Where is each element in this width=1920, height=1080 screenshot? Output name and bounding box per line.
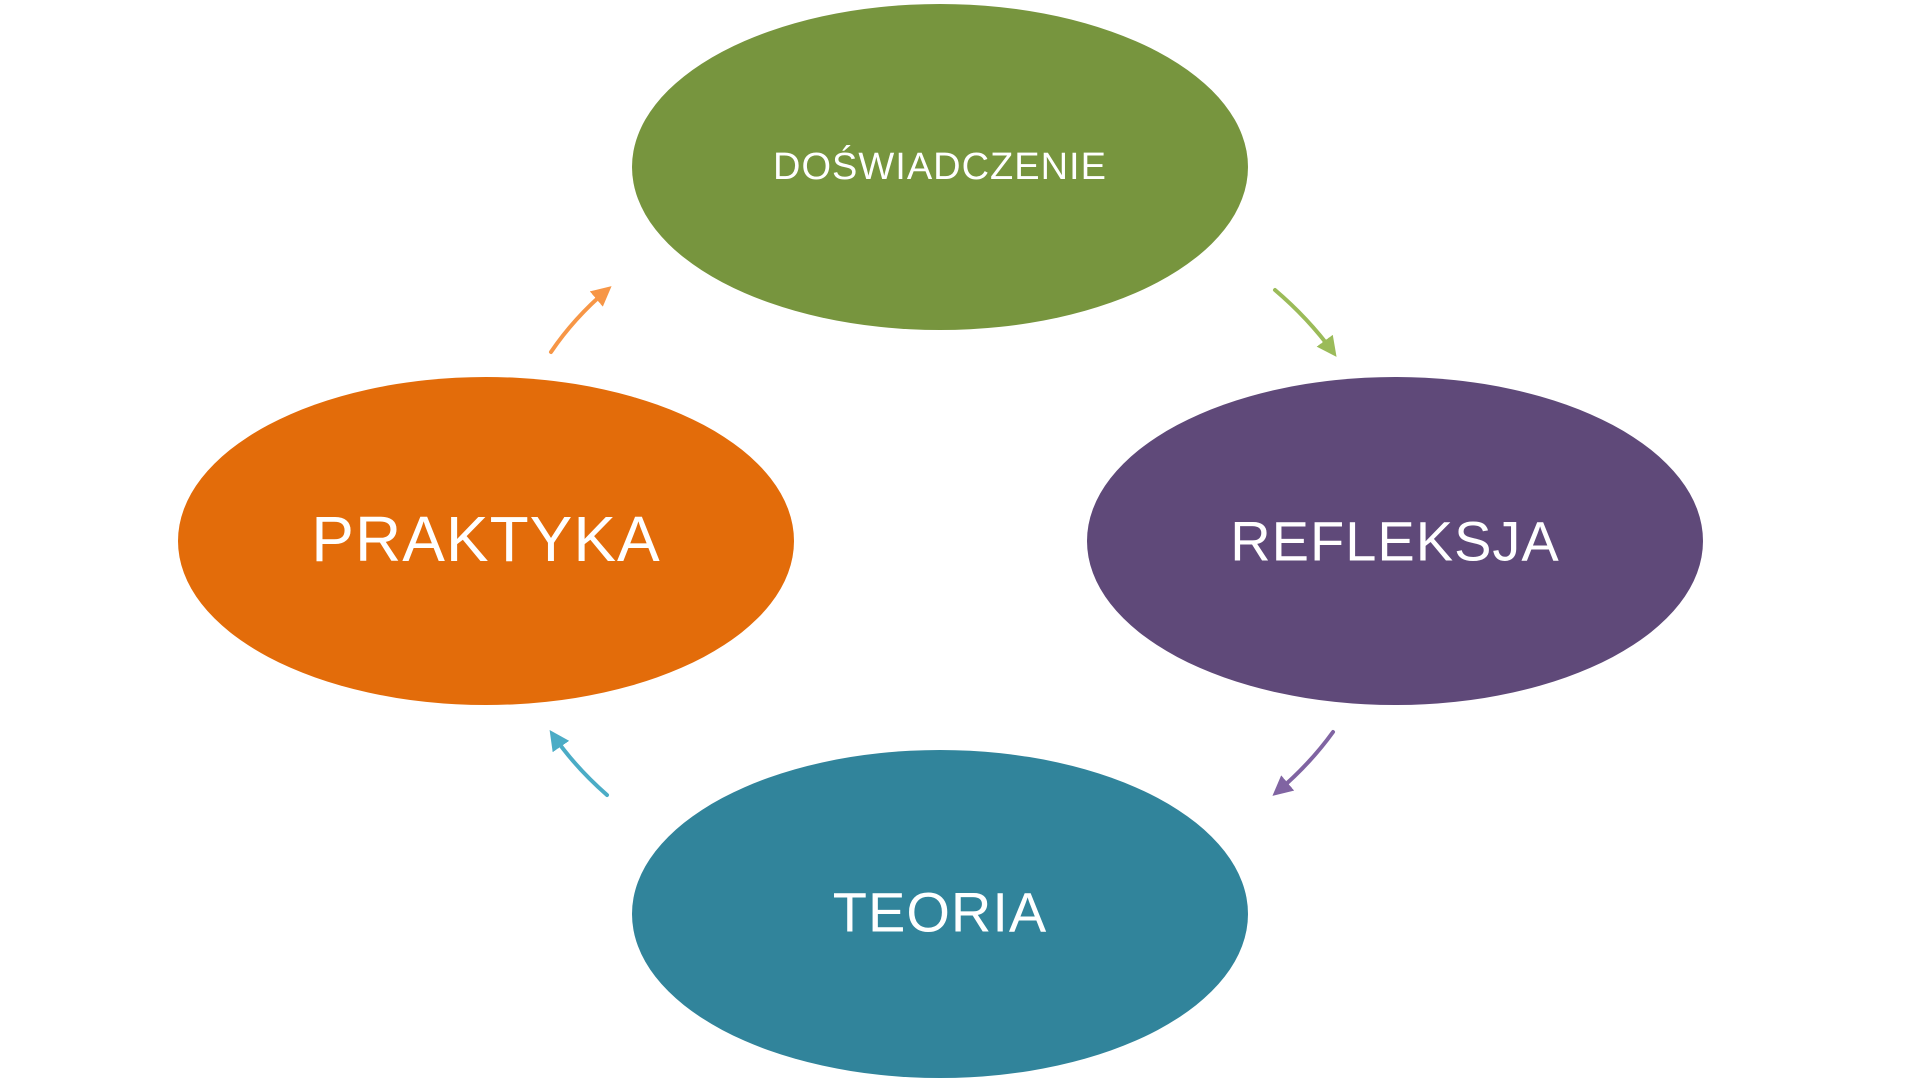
node-doswiadczenie: DOŚWIADCZENIE [632,4,1248,330]
node-refleksja-ellipse [1087,377,1703,705]
node-doswiadczenie-label: DOŚWIADCZENIE [773,143,1107,188]
arrow-praktyka-to-doswiadczenie [549,286,612,354]
node-doswiadczenie-ellipse [632,4,1248,330]
node-praktyka-label: PRAKTYKA [311,503,660,575]
node-praktyka: PRAKTYKA [178,377,794,705]
node-refleksja: REFLEKSJA [1087,377,1703,705]
arrow-refleksja-to-teoria [1272,730,1335,796]
node-teoria-ellipse [632,750,1248,1078]
node-teoria: TEORIA [632,750,1248,1078]
node-teoria-label: TEORIA [833,881,1047,944]
arrow-teoria-to-praktyka [549,730,609,797]
node-praktyka-ellipse [178,377,794,705]
arrow-doswiadczenie-to-refleksja [1273,288,1337,357]
node-refleksja-label: REFLEKSJA [1230,510,1560,573]
